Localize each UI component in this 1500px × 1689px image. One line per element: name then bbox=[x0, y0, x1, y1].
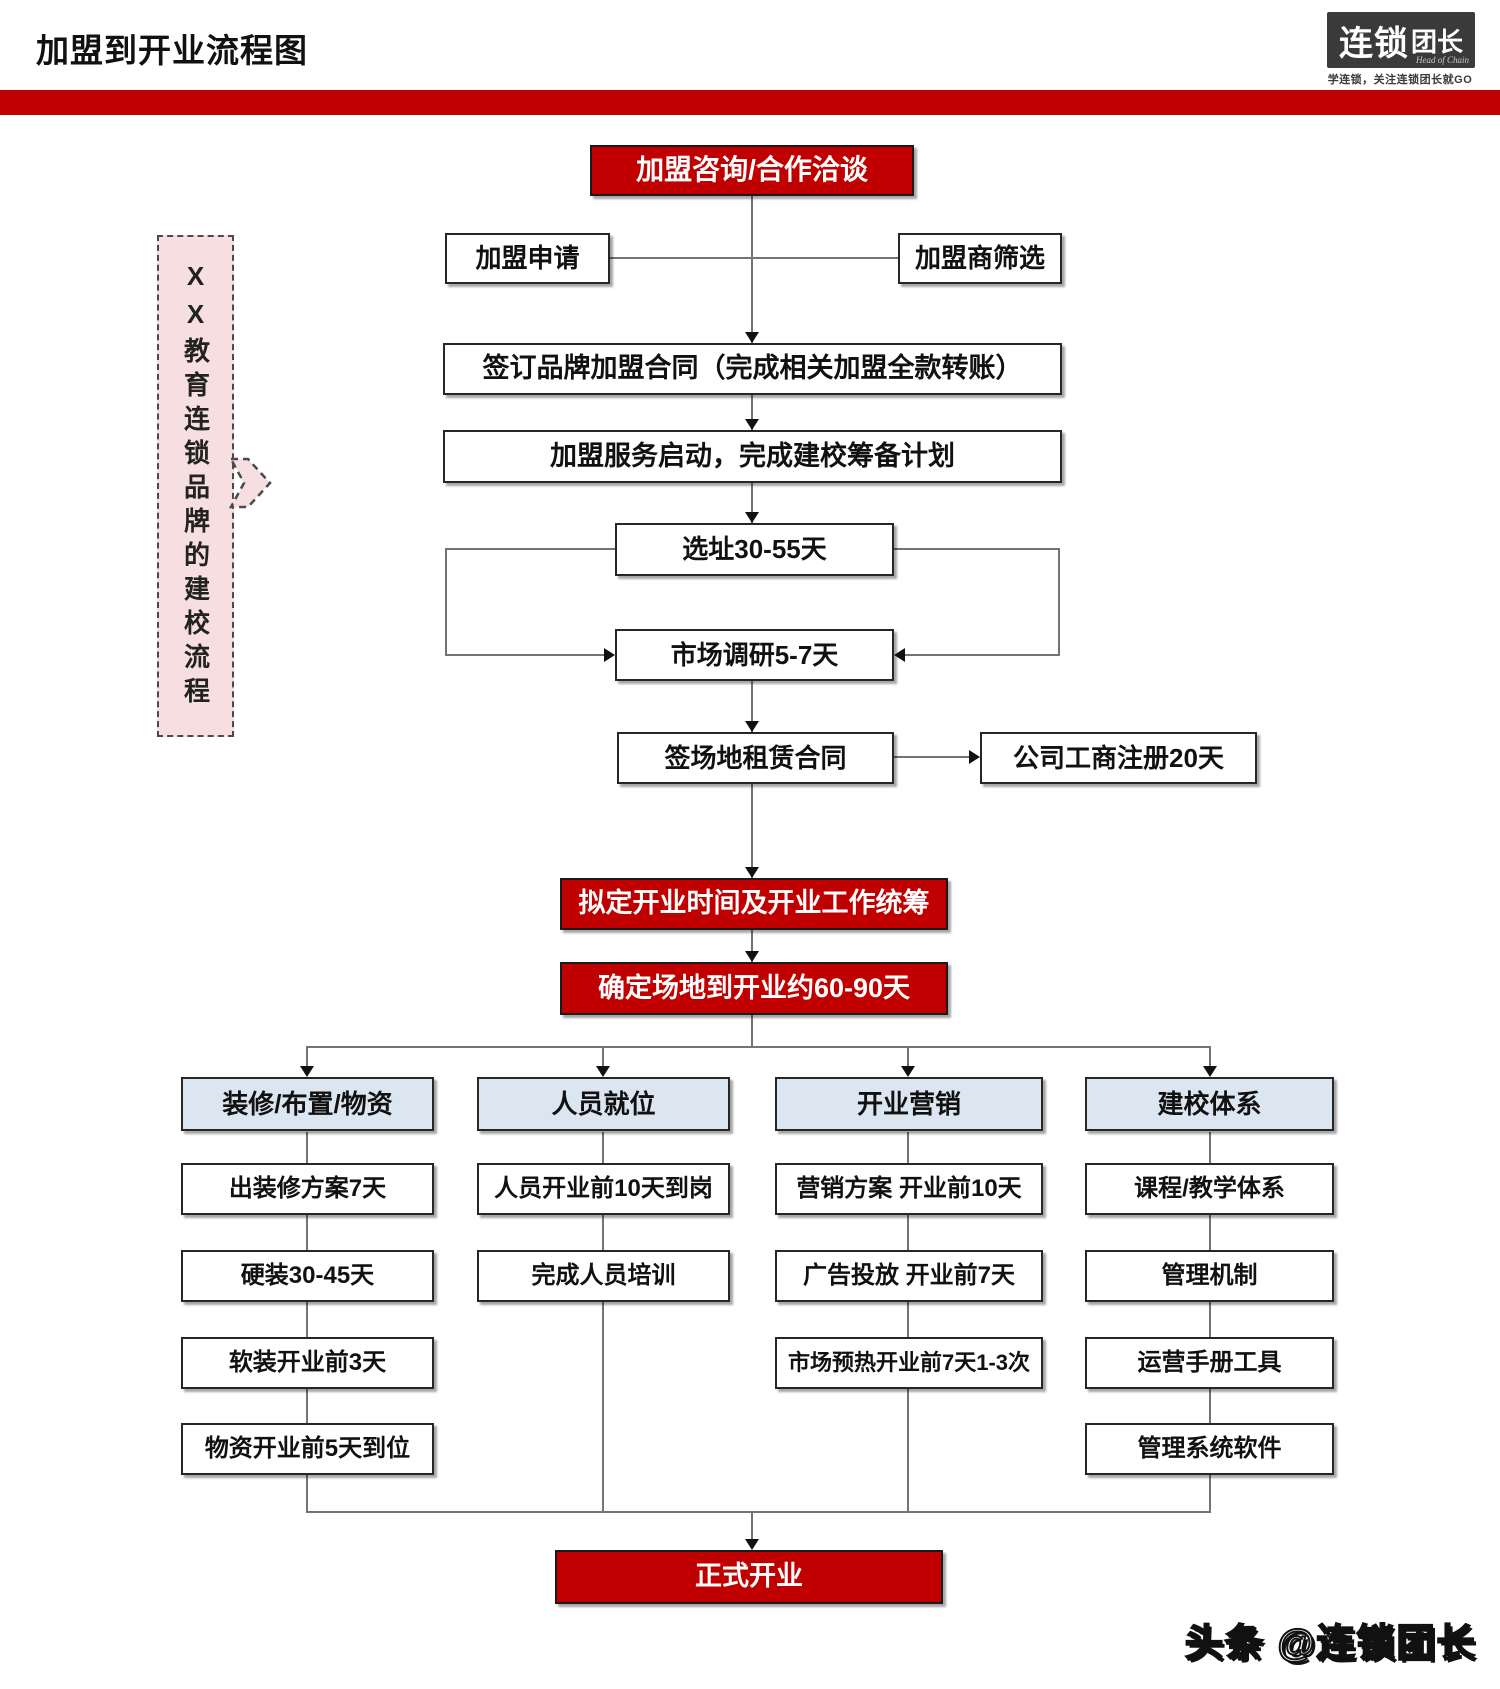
flow-node-service-start: 加盟服务启动，完成建校筹备计划 bbox=[443, 430, 1062, 483]
flow-node-curriculum: 课程/教学体系 bbox=[1085, 1163, 1334, 1215]
logo-script-text: Head of Chain bbox=[1416, 55, 1469, 65]
logo-text-primary: 连锁 bbox=[1338, 24, 1409, 63]
connector bbox=[907, 1046, 909, 1068]
connector bbox=[1058, 548, 1060, 655]
connector bbox=[1209, 1132, 1211, 1512]
column-header-school-system: 建校体系 bbox=[1085, 1077, 1334, 1131]
flow-node-hard-decor: 硬装30-45天 bbox=[181, 1250, 434, 1302]
column-header-marketing: 开业营销 bbox=[775, 1077, 1043, 1131]
connector bbox=[602, 1046, 604, 1068]
flow-node-supplies: 物资开业前5天到位 bbox=[181, 1423, 434, 1475]
watermark-text: 头条 @连锁团长 bbox=[1184, 1622, 1477, 1666]
connector bbox=[751, 784, 753, 878]
arrowhead-left bbox=[894, 648, 905, 662]
arrowhead-down bbox=[745, 419, 759, 430]
side-note-box: XX教育连锁品牌的建校流程 bbox=[157, 235, 234, 737]
connector bbox=[751, 483, 753, 523]
arrowhead-down bbox=[901, 1066, 915, 1077]
side-note-text: XX教育连锁品牌的建校流程 bbox=[180, 261, 211, 711]
connector bbox=[894, 756, 970, 758]
logo-text-secondary: 团长 bbox=[1410, 26, 1463, 57]
flow-node-staff-arrival: 人员开业前10天到岗 bbox=[477, 1163, 730, 1215]
flow-node-market-research: 市场调研5-7天 bbox=[615, 629, 894, 681]
arrowhead-down bbox=[596, 1066, 610, 1077]
arrowhead-down bbox=[300, 1066, 314, 1077]
flow-node-operation-manual: 运营手册工具 bbox=[1085, 1337, 1334, 1389]
connector bbox=[306, 1511, 1211, 1513]
connector bbox=[610, 257, 898, 259]
flow-node-plan-opening: 拟定开业时间及开业工作统筹 bbox=[560, 878, 948, 930]
connector bbox=[445, 654, 605, 656]
connector bbox=[306, 1132, 308, 1512]
side-note-arrow-icon bbox=[228, 457, 272, 509]
connector bbox=[306, 1046, 308, 1068]
flow-node-lease: 签场地租赁合同 bbox=[617, 732, 894, 784]
brand-logo: 连锁 团长 Head of Chain bbox=[1327, 12, 1475, 68]
flow-node-grand-opening: 正式开业 bbox=[555, 1550, 943, 1604]
arrowhead-right bbox=[604, 648, 615, 662]
connector bbox=[751, 681, 753, 732]
flow-node-site-selection: 选址30-55天 bbox=[615, 523, 894, 576]
flow-node-consult: 加盟咨询/合作洽谈 bbox=[590, 145, 914, 196]
arrowhead-down bbox=[1203, 1066, 1217, 1077]
column-header-staff: 人员就位 bbox=[477, 1077, 730, 1131]
arrowhead-down bbox=[745, 951, 759, 962]
arrowhead-down bbox=[745, 332, 759, 343]
connector bbox=[751, 1511, 753, 1542]
connector bbox=[751, 1015, 753, 1047]
connector bbox=[1209, 1046, 1211, 1068]
flow-node-confirm-duration: 确定场地到开业约60-90天 bbox=[560, 962, 948, 1015]
page-title: 加盟到开业流程图 bbox=[36, 32, 308, 69]
flow-node-advertising: 广告投放 开业前7天 bbox=[775, 1250, 1043, 1302]
flow-node-registration: 公司工商注册20天 bbox=[980, 732, 1257, 784]
flow-node-management-software: 管理系统软件 bbox=[1085, 1423, 1334, 1475]
arrowhead-down bbox=[745, 1539, 759, 1550]
flow-node-market-warmup: 市场预热开业前7天1-3次 bbox=[775, 1337, 1043, 1389]
arrowhead-right bbox=[969, 750, 980, 764]
connector bbox=[905, 654, 1060, 656]
arrowhead-down bbox=[745, 867, 759, 878]
connector bbox=[306, 1046, 1211, 1048]
header-divider-bar bbox=[0, 90, 1500, 115]
flow-node-staff-training: 完成人员培训 bbox=[477, 1250, 730, 1302]
connector bbox=[894, 548, 1060, 550]
column-header-decoration: 装修/布置/物资 bbox=[181, 1077, 434, 1131]
flow-node-management: 管理机制 bbox=[1085, 1250, 1334, 1302]
connector bbox=[751, 930, 753, 962]
connector bbox=[445, 548, 447, 655]
flow-node-screen: 加盟商筛选 bbox=[898, 233, 1062, 284]
flow-node-soft-decor: 软装开业前3天 bbox=[181, 1337, 434, 1389]
flow-node-marketing-plan: 营销方案 开业前10天 bbox=[775, 1163, 1043, 1215]
arrowhead-down bbox=[745, 721, 759, 732]
connector bbox=[751, 196, 753, 343]
flow-node-sign-contract: 签订品牌加盟合同（完成相关加盟全款转账） bbox=[443, 343, 1062, 395]
arrowhead-down bbox=[745, 512, 759, 523]
logo-tagline: 学连锁，关注连锁团长就GO bbox=[1327, 74, 1473, 86]
connector bbox=[445, 548, 615, 550]
connector bbox=[907, 1132, 909, 1512]
connector bbox=[751, 395, 753, 430]
flow-node-apply: 加盟申请 bbox=[445, 233, 610, 284]
flow-node-decor-plan: 出装修方案7天 bbox=[181, 1163, 434, 1215]
connector bbox=[602, 1132, 604, 1512]
